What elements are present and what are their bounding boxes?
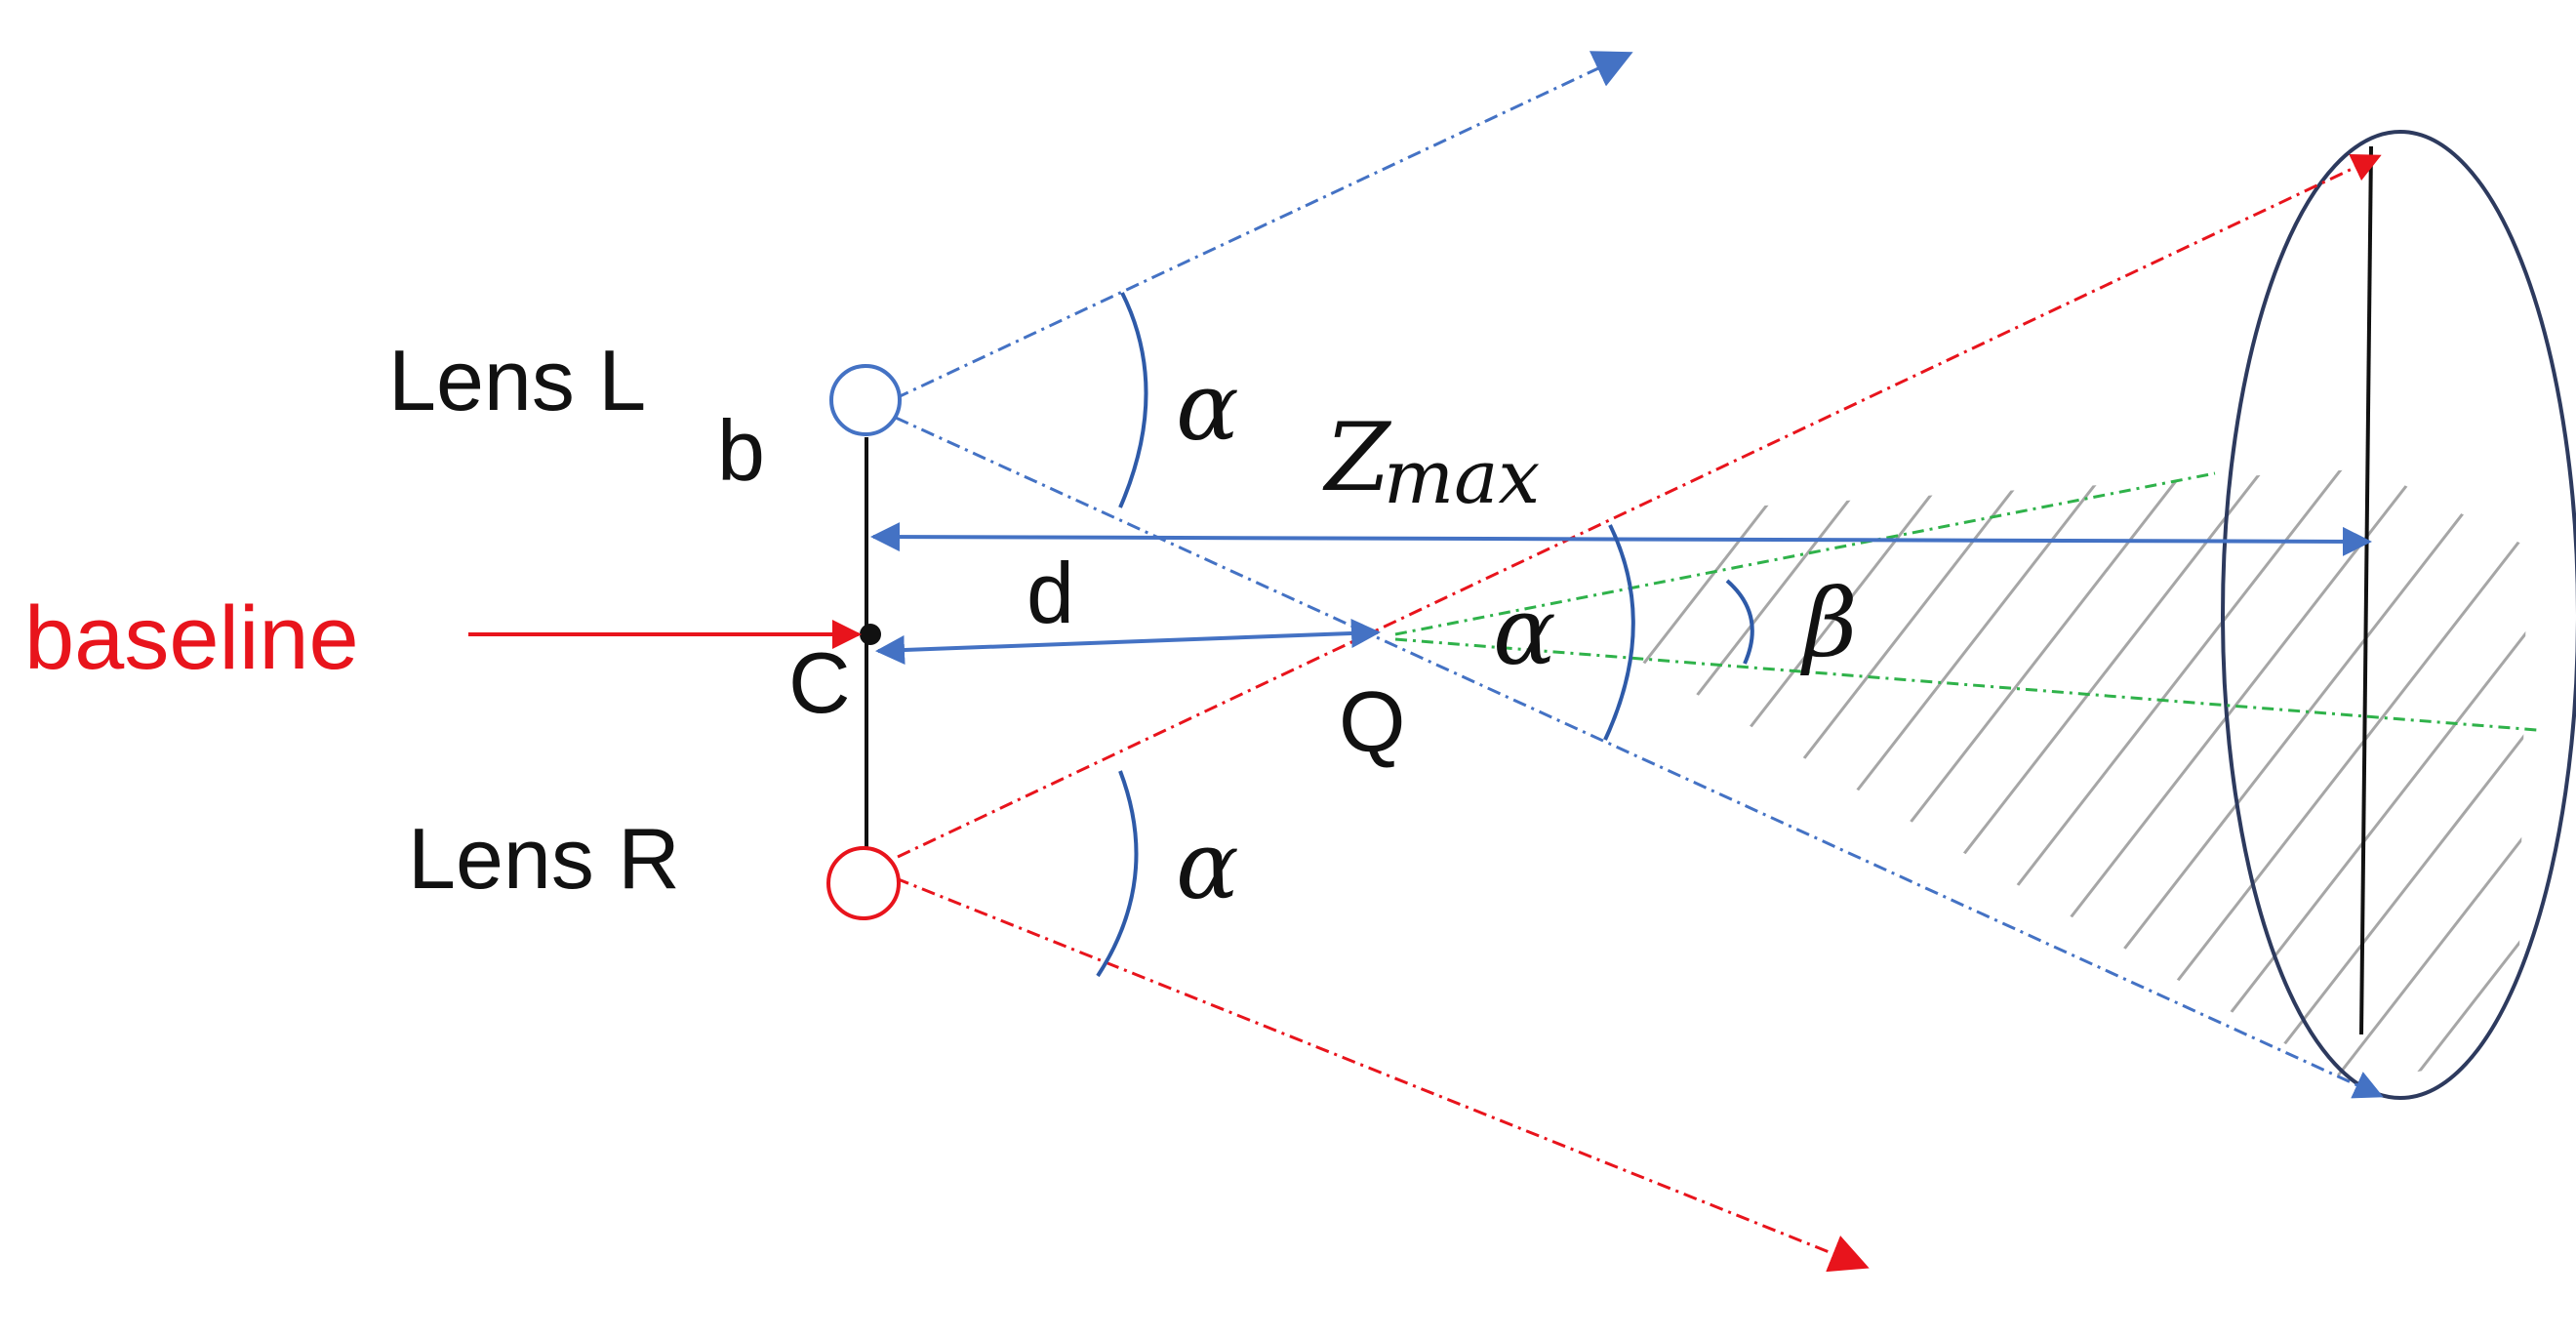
beta-lower-ray [1394,637,2538,732]
beta-rays [1394,471,2538,732]
lens-r-rays [895,153,2382,1273]
lens-r [826,846,901,920]
zmax-dimension-arrow [870,522,2372,556]
alpha-arc-lens-r [1096,770,1139,978]
alpha-label-lens-l: α [1176,352,1239,462]
d-label: d [1026,545,1074,641]
lens-l-rays [895,51,2384,1099]
lens-r-upper-ray [897,153,2382,859]
angle-arcs [1096,292,1754,978]
lens-r-lower-ray [895,876,1870,1273]
b-label: b [717,402,765,499]
lens-l [829,364,902,436]
lens-l-upper-ray [895,51,1633,400]
zmax-label: Z max [1322,403,1540,520]
baseline-label: baseline [24,588,359,688]
center-point-c [860,624,881,645]
beta-upper-ray [1394,471,2216,636]
alpha-label-lens-r: α [1176,811,1239,920]
q-label: Q [1339,673,1405,770]
far-plane-ellipse [2221,130,2576,1100]
d-dimension-arrow [875,619,1381,665]
lens-r-label: Lens R [408,810,680,907]
beta-label: β [1800,569,1858,678]
hatched-overlap-region [1415,468,2527,1083]
beta-arc [1725,579,1754,665]
alpha-arc-lens-l [1118,292,1148,508]
zmax-label-subscript: max [1384,433,1540,520]
lens-l-label: Lens L [388,332,646,428]
zmax-label-z: Z [1322,403,1392,512]
lens-l-lower-ray [895,416,2384,1099]
c-label: C [788,634,851,731]
alpha-arc-q [1603,524,1635,741]
far-plane-axis [2359,145,2373,1035]
alpha-label-q: α [1493,577,1556,686]
